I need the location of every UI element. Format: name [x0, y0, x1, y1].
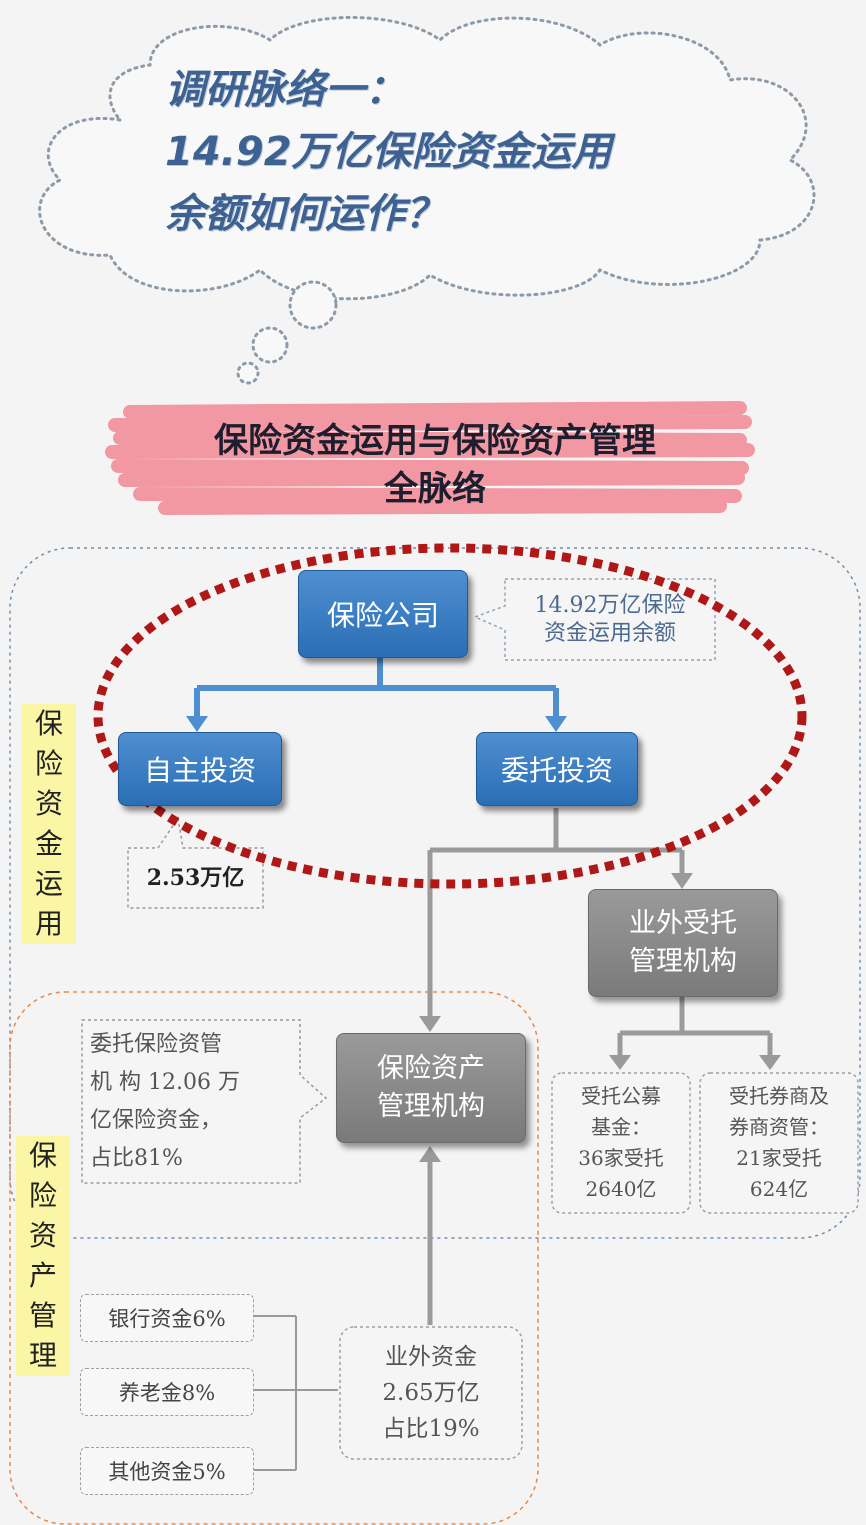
pension-box: 养老金8% — [80, 1368, 254, 1416]
asset-mgmt-institution-box: 保险资产 管理机构 — [336, 1033, 526, 1143]
securities-line-3: 21家受托 — [729, 1143, 829, 1174]
entrusted-note-line-3: 亿保险资金， — [90, 1102, 240, 1140]
securities-line-2: 券商资管： — [729, 1112, 829, 1143]
title-line-3: 余额如何运作？ — [165, 186, 765, 242]
public-fund-line-2: 基金： — [578, 1112, 663, 1143]
blue-connectors — [197, 656, 556, 718]
fund-usage-char-3: 资 — [22, 784, 76, 824]
balance-note-line-2: 资金运用余额 — [535, 620, 686, 648]
external-funds-line-1: 业外资金 — [382, 1339, 479, 1375]
fund-usage-label: 保 险 资 金 运 用 — [22, 704, 76, 944]
bank-funds-box: 银行资金6% — [80, 1294, 254, 1342]
asset-mgmt-char-2: 险 — [16, 1176, 70, 1216]
balance-note-line-1: 14.92万亿保险 — [535, 592, 686, 620]
asset-mgmt-char-5: 管 — [16, 1296, 70, 1336]
external-trustee-line-1: 业外受托 — [629, 905, 737, 943]
entrusted-note-line-4: 占比81% — [90, 1140, 240, 1178]
fund-usage-char-5: 运 — [22, 864, 76, 904]
insurance-company-box: 保险公司 — [298, 570, 468, 658]
asset-mgmt-label: 保 险 资 产 管 理 — [16, 1136, 70, 1376]
entrusted-amount-note: 委托保险资管 机 构 12.06 万 亿保险资金， 占比81% — [90, 1024, 298, 1180]
external-trustee-box: 业外受托 管理机构 — [588, 889, 778, 997]
title-line-1: 调研脉络一： — [165, 62, 765, 118]
self-amount-note: 2.53万亿 — [128, 850, 263, 906]
asset-mgmt-char-4: 产 — [16, 1256, 70, 1296]
public-fund-note: 受托公募 基金： 36家受托 2640亿 — [552, 1076, 690, 1210]
entrusted-note-line-1: 委托保险资管 — [90, 1026, 240, 1064]
fund-usage-char-4: 金 — [22, 824, 76, 864]
fund-usage-char-1: 保 — [22, 704, 76, 744]
external-funds-line-2: 2.65万亿 — [382, 1375, 479, 1411]
self-investment-box: 自主投资 — [118, 732, 282, 806]
banner-line-1: 保险资金运用与保险资产管理 — [120, 418, 750, 464]
banner-line-2: 全脉络 — [120, 466, 750, 512]
securities-line-4: 624亿 — [729, 1174, 829, 1205]
asset-mgmt-line-2: 管理机构 — [377, 1088, 485, 1126]
title-line-2: 14.92万亿保险资金运用 — [165, 124, 765, 180]
external-funds-note: 业外资金 2.65万亿 占比19% — [340, 1330, 522, 1456]
public-fund-line-1: 受托公募 — [578, 1081, 663, 1112]
asset-mgmt-char-1: 保 — [16, 1136, 70, 1176]
balance-note: 14.92万亿保险 资金运用余额 — [505, 582, 715, 658]
asset-mgmt-line-1: 保险资产 — [377, 1050, 485, 1088]
fund-usage-char-6: 用 — [22, 904, 76, 944]
securities-line-1: 受托券商及 — [729, 1081, 829, 1112]
other-funds-box: 其他资金5% — [80, 1447, 254, 1495]
fund-usage-char-2: 险 — [22, 744, 76, 784]
asset-mgmt-char-3: 资 — [16, 1216, 70, 1256]
external-funds-line-3: 占比19% — [382, 1411, 479, 1447]
entrusted-investment-box: 委托投资 — [476, 732, 638, 806]
external-trustee-line-2: 管理机构 — [629, 943, 737, 981]
public-fund-line-3: 36家受托 — [578, 1143, 663, 1174]
entrusted-note-line-2: 机 构 12.06 万 — [90, 1064, 240, 1102]
public-fund-line-4: 2640亿 — [578, 1174, 663, 1205]
securities-note: 受托券商及 券商资管： 21家受托 624亿 — [700, 1076, 858, 1210]
asset-mgmt-char-6: 理 — [16, 1336, 70, 1376]
